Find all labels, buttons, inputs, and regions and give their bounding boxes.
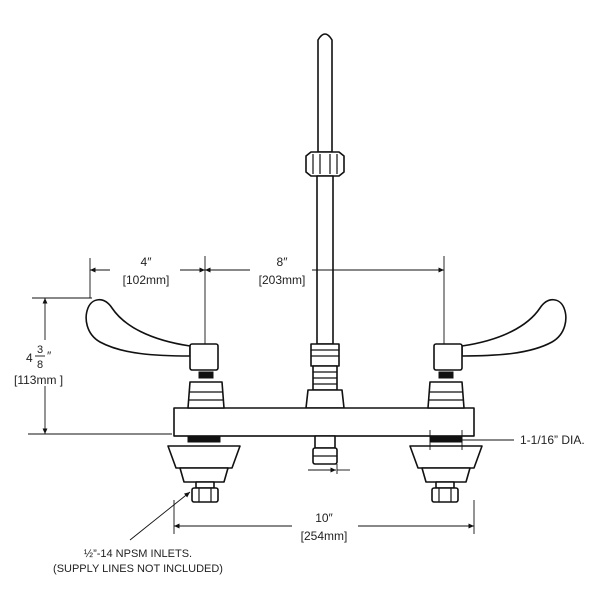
handle-spread-mm-label: [102mm] (123, 273, 170, 287)
dimension-handle-height: 4 3 8 ″ [113mm ] (14, 297, 172, 435)
left-shank-assembly (167, 435, 241, 503)
inlets-note: ½”-14 NPSM INLETS. (SUPPLY LINES NOT INC… (53, 491, 223, 575)
dimension-hole-diameter: 1-1/16” DIA. (429, 430, 585, 450)
handle-height-numerator: 3 (37, 344, 43, 356)
left-wrist-blade-handle (85, 298, 225, 409)
dimension-center-shank (308, 464, 350, 474)
inlets-note-line2: (SUPPLY LINES NOT INCLUDED) (53, 563, 223, 575)
deck-body (173, 407, 475, 437)
spout-reach-inch-label: 8″ (277, 255, 289, 269)
handle-height-inch-mark: ″ (47, 349, 52, 363)
dimension-spout-reach: 8″ [203mm] (205, 255, 445, 344)
handle-height-mm-label: [113mm ] (14, 373, 63, 387)
right-wrist-blade-handle (427, 298, 567, 409)
dimension-center-distance: 10″ [254mm] (173, 500, 475, 543)
center-shank (312, 435, 338, 465)
right-shank-assembly (409, 435, 483, 503)
spout-reach-mm-label: [203mm] (259, 273, 306, 287)
center-distance-mm-label: [254mm] (301, 529, 348, 543)
hole-diameter-label: 1-1/16” DIA. (520, 433, 585, 447)
center-distance-inch-label: 10″ (315, 511, 333, 525)
handle-spread-inch-label: 4″ (141, 255, 153, 269)
handle-height-denominator: 8 (37, 359, 43, 371)
inlets-note-line1: ½”-14 NPSM INLETS. (84, 548, 192, 560)
handle-height-whole: 4 (26, 351, 33, 365)
gooseneck-spout (305, 33, 345, 409)
